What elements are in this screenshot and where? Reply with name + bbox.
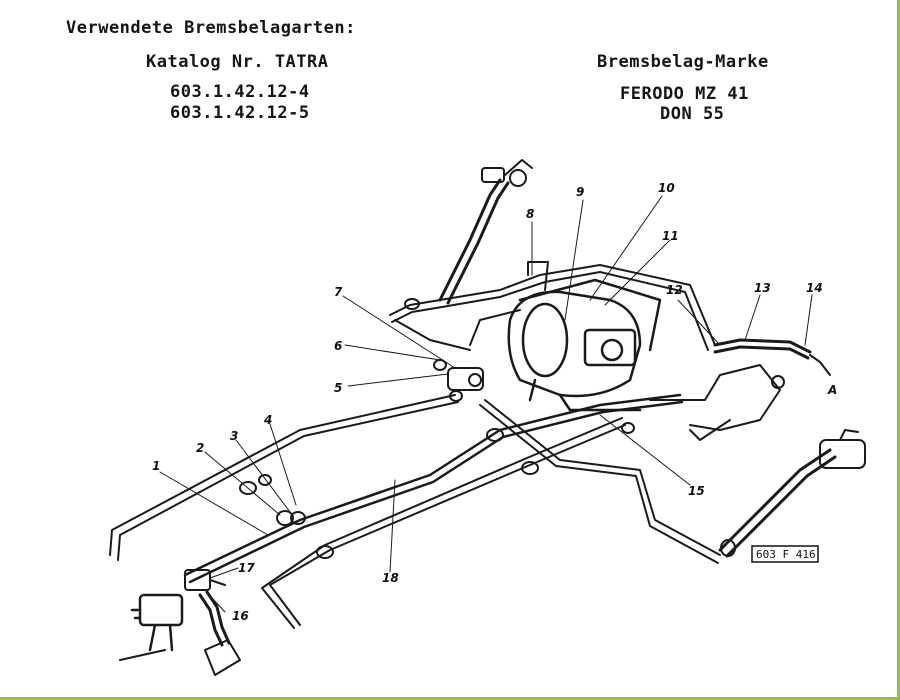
- callout-6: 6: [334, 339, 342, 353]
- brand-name: FERODO MZ 41: [620, 84, 749, 104]
- upper-pipes: [389, 264, 716, 351]
- callout-8: 8: [526, 207, 534, 221]
- callout-10: 10: [658, 181, 675, 195]
- line-unions: [239, 298, 736, 559]
- callout-17: 17: [238, 561, 255, 575]
- callout-7: 7: [334, 285, 343, 299]
- callout-A: A: [827, 383, 837, 397]
- callout-16: 16: [232, 609, 249, 623]
- reference-code: 603 F 416: [756, 548, 816, 561]
- callout-2: 2: [196, 441, 204, 455]
- brake-line-right: [479, 399, 721, 564]
- lower-right-hose: [718, 448, 837, 558]
- small-fitting-right: [771, 354, 831, 389]
- catalog-label: Katalog Nr. TATRA: [146, 52, 329, 72]
- lower-cable: [119, 649, 166, 661]
- callout-leaders: [159, 195, 813, 613]
- callout-13: 13: [754, 281, 771, 295]
- callout-15: 15: [688, 484, 705, 498]
- callout-4: 4: [263, 413, 272, 427]
- callout-1: 1: [152, 459, 160, 473]
- callout-11: 11: [662, 229, 679, 243]
- reference-code-box: 603 F 416: [751, 545, 819, 563]
- valve-mount-bracket: [527, 261, 549, 291]
- brake-line-upper: [109, 394, 459, 561]
- brake-valve-assembly: [507, 278, 662, 412]
- lower-cylinder: [204, 639, 241, 676]
- heading: Verwendete Bremsbelagarten:: [66, 18, 356, 38]
- brake-light-switch: [130, 593, 184, 652]
- brand-name: DON 55: [660, 104, 725, 124]
- callout-3: 3: [230, 429, 238, 443]
- callout-12: 12: [666, 283, 683, 297]
- callout-14: 14: [806, 281, 823, 295]
- part-number: 603.1.42.12-4: [170, 82, 310, 102]
- callout-5: 5: [334, 381, 342, 395]
- callout-18: 18: [382, 571, 399, 585]
- callout-9: 9: [576, 185, 584, 199]
- upper-hose-fitting: [481, 159, 533, 187]
- hose-16: [198, 590, 231, 647]
- t-junction: [447, 367, 484, 391]
- upper-right-hose: [713, 338, 812, 360]
- brand-label: Bremsbelag-Marke: [597, 52, 769, 72]
- fitting-17: [184, 569, 226, 591]
- chassis-bracket: [649, 364, 781, 441]
- upper-brake-hose: [438, 178, 510, 305]
- part-number: 603.1.42.12-5: [170, 103, 310, 123]
- callout-labels: 1 2 3 4 5 6 7 8 9 10 11 12 13 14 15 16 1…: [152, 181, 837, 623]
- brake-cylinder: [819, 429, 866, 469]
